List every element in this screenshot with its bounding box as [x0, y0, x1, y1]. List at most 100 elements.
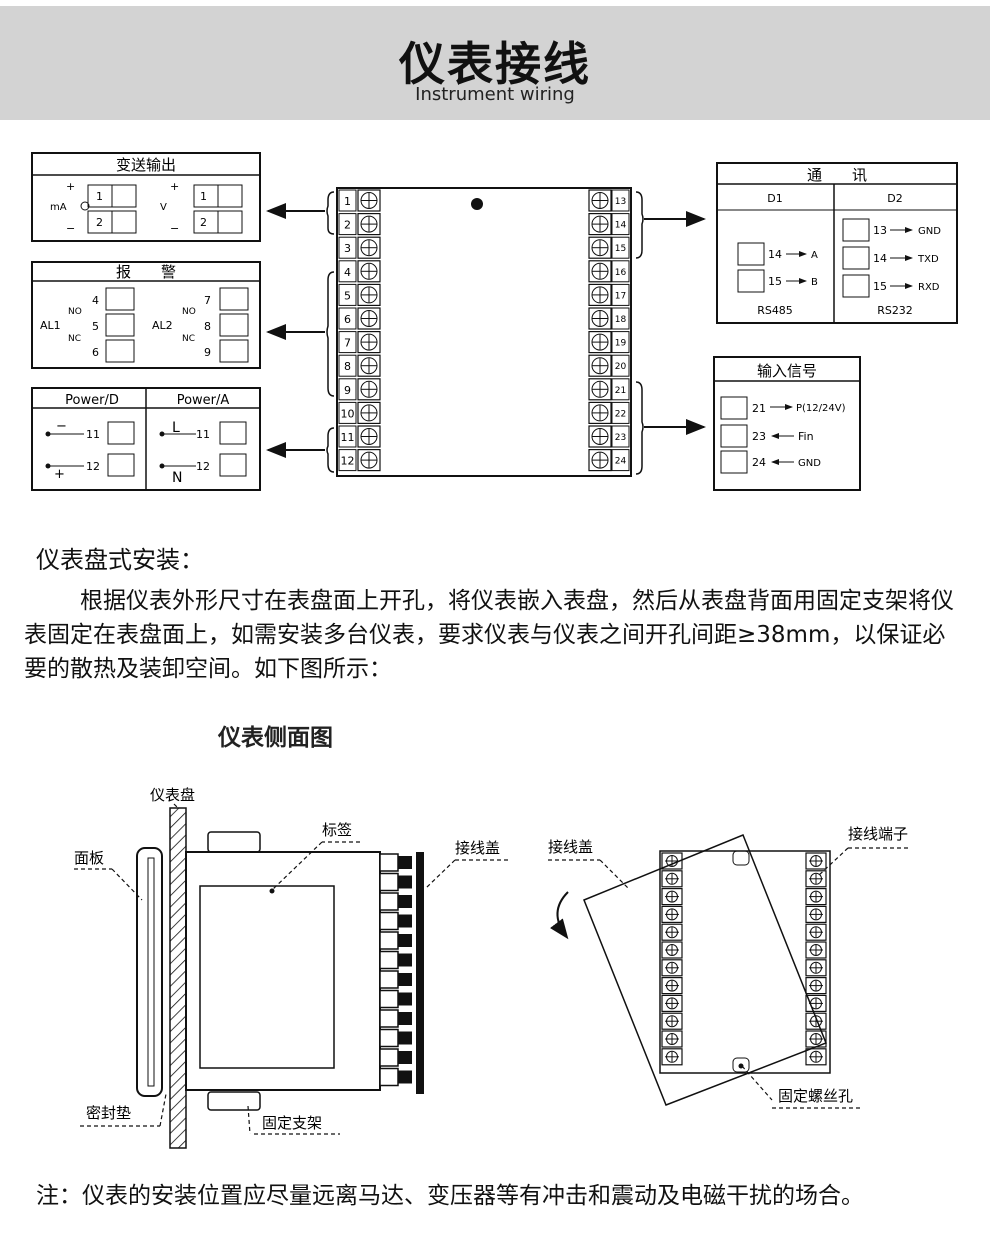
meter-terminal-12: 12 [338, 449, 381, 472]
comm-d2: D2 [887, 192, 902, 205]
alarm-no-2: NO [182, 307, 196, 317]
meter-terminal-label: 16 [615, 268, 627, 278]
side-terminal-block [379, 911, 412, 931]
comm-d2-t14: 14 [873, 252, 887, 265]
label-terminals: 接线端子 [848, 825, 908, 843]
rear-terminal [661, 959, 683, 977]
rear-terminal [805, 1048, 827, 1066]
alarm-no-1: NO [68, 307, 82, 317]
meter-terminal-label: 5 [344, 289, 351, 302]
alarm-box: 报 警 AL1 NO NC 4 5 6 AL2 NO NC 7 8 9 [31, 261, 261, 369]
label-seal: 密封垫 [86, 1104, 131, 1122]
comm-rs232: RS232 [877, 304, 913, 317]
t-alarm-8: 8 [204, 320, 211, 333]
meter-terminal-label: 22 [615, 409, 626, 419]
input-title: 输入信号 [757, 362, 817, 380]
input-t21: 21 [752, 402, 766, 415]
rear-terminal [661, 941, 683, 959]
comm-d2-gnd: GND [918, 226, 941, 237]
meter-terminal-label: 21 [615, 386, 626, 396]
meter-terminal-13: 13 [588, 189, 630, 212]
minus-sign-1: − [66, 222, 75, 235]
label-face-plate: 面板 [74, 849, 104, 867]
meter-terminal-21: 21 [588, 378, 630, 401]
power-a-title: Power/A [177, 393, 230, 408]
comm-d2-txd: TXD [917, 254, 939, 265]
power-a-n: N [172, 470, 182, 486]
meter-terminal-6: 6 [338, 307, 381, 330]
t-transmit-2a: 2 [96, 216, 103, 229]
side-terminal-block [379, 1028, 412, 1048]
rear-terminal [805, 888, 827, 906]
comm-d2-t15: 15 [873, 280, 887, 293]
input-t23: 23 [752, 430, 766, 443]
side-view-diagram: 仪表盘 面板 标签 接线盖 密封垫 固定支架 接线盖 接线端子 固定螺丝孔 [74, 786, 910, 1149]
label-cover-2: 接线盖 [548, 838, 593, 856]
meter-terminal-label: 13 [615, 197, 626, 207]
unit-ma: mA [50, 202, 67, 213]
rear-terminal [661, 870, 683, 888]
t-power-12a: 12 [86, 460, 100, 473]
meter-terminal-1: 1 [338, 189, 381, 212]
side-terminal-block [379, 892, 412, 911]
t-alarm-6: 6 [92, 346, 99, 359]
install-paragraph: 根据仪表外形尺寸在表盘面上开孔，将仪表嵌入表盘，然后从表盘背面用固定支架将仪表固… [24, 588, 954, 682]
rear-terminal [805, 941, 827, 959]
plus-sign-2: + [170, 180, 179, 193]
t-alarm-5: 5 [92, 320, 99, 333]
rear-terminal [805, 870, 827, 888]
power-d-minus: − [56, 419, 67, 434]
rear-terminal [805, 905, 827, 923]
meter-terminal-label: 24 [615, 457, 627, 467]
side-view-title: 仪表侧面图 [218, 724, 333, 751]
meter-terminal-label: 20 [615, 362, 627, 372]
side-terminal-block [379, 950, 412, 970]
side-terminal-block [379, 1048, 412, 1067]
rear-terminal [661, 1012, 683, 1030]
meter-terminal-20: 20 [588, 354, 630, 377]
meter-terminal-label: 7 [344, 337, 351, 350]
rear-terminal [805, 923, 827, 941]
meter-terminal-label: 3 [344, 242, 351, 255]
side-terminal-block [379, 872, 412, 892]
rear-terminal [661, 1048, 683, 1066]
rear-terminal [661, 888, 683, 906]
plus-sign-1: + [66, 180, 75, 193]
side-terminal-block [379, 931, 412, 950]
install-title: 仪表盘式安装： [36, 546, 204, 574]
rear-terminal [805, 994, 827, 1012]
meter-terminal-2: 2 [338, 213, 381, 236]
comm-rs485: RS485 [757, 304, 793, 317]
alarm-nc-1: NC [68, 334, 81, 344]
rear-terminal [805, 977, 827, 995]
power-a-l: L [172, 420, 180, 436]
meter-terminal-17: 17 [588, 283, 630, 306]
meter-terminal-8: 8 [338, 354, 381, 377]
meter-terminal-label: 1 [344, 195, 351, 208]
meter-terminal-7: 7 [338, 331, 381, 354]
label-terminal-cover: 接线盖 [455, 839, 500, 857]
unit-v: V [160, 202, 167, 213]
meter-terminal-label: 4 [344, 266, 351, 279]
transmit-output-box: 变送输出 mA + − 1 2 V + − 1 2 [31, 152, 261, 242]
comm-d1-t15: 15 [768, 275, 782, 288]
meter-terminal-23: 23 [588, 425, 630, 448]
minus-sign-2: − [170, 222, 179, 235]
rear-terminal [661, 923, 683, 941]
t-power-12b: 12 [196, 460, 210, 473]
t-alarm-7: 7 [204, 294, 211, 307]
input-sig-fin: Fin [798, 430, 814, 443]
comm-d1-b: B [811, 277, 818, 288]
meter-terminal-label: 23 [615, 433, 626, 443]
meter-terminal-label: 11 [341, 431, 355, 444]
input-t24: 24 [752, 456, 766, 469]
side-terminal-block [379, 989, 412, 1009]
page-title: 仪表接线 [399, 37, 591, 91]
rear-terminal [661, 994, 683, 1012]
meter-terminal-11: 11 [338, 425, 381, 448]
alarm-nc-2: NC [182, 334, 195, 344]
comm-d1: D1 [767, 192, 782, 205]
meter-terminal-19: 19 [588, 331, 630, 354]
